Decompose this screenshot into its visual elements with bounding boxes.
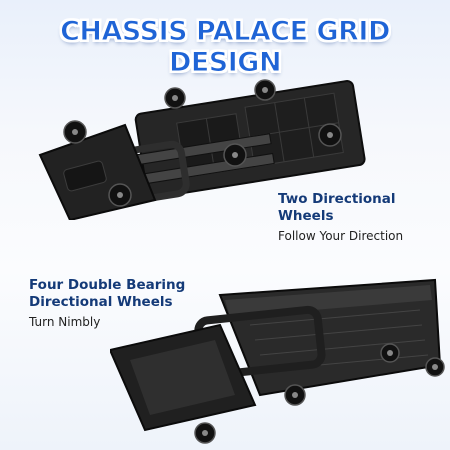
feature-caption-directional: Two Directional Wheels Follow Your Direc… <box>278 191 450 244</box>
feature-title: Two Directional Wheels <box>278 191 396 224</box>
feature-caption-bearing: Four Double Bearing Directional Wheels T… <box>29 277 185 330</box>
cart-underside-image <box>38 79 366 220</box>
cart-folded-image <box>110 278 445 444</box>
feature-title-line1: Four Double Bearing <box>29 277 186 293</box>
feature-subtitle: Follow Your Direction <box>278 229 404 243</box>
feature-subtitle: Turn Nimbly <box>29 315 101 329</box>
feature-title-line2: Directional Wheels <box>29 294 173 310</box>
headline-title: CHASSIS PALACE GRID DESIGN <box>60 16 391 79</box>
